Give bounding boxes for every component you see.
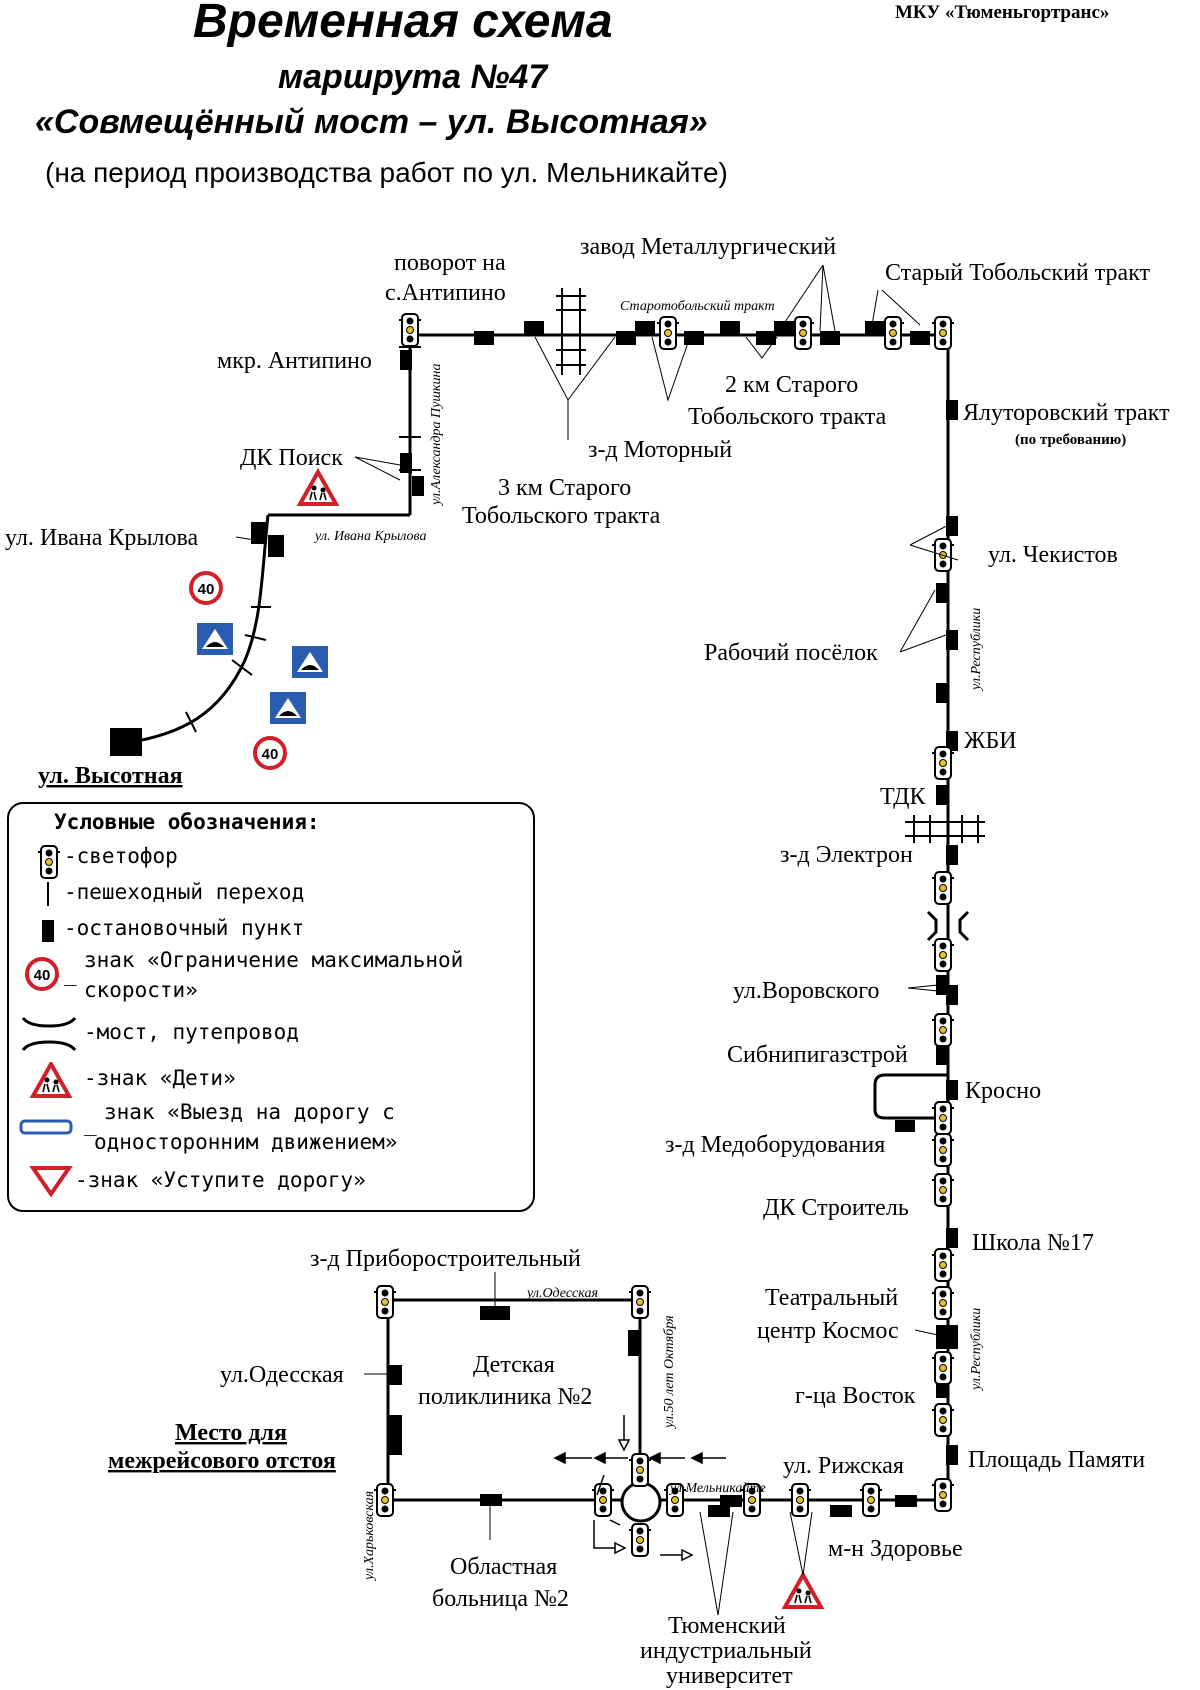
bridge-symbol xyxy=(926,910,970,942)
crossing-icon xyxy=(47,882,49,906)
legend-stop-text: -остановочный пункт xyxy=(64,916,305,940)
label-zhbi: ЖБИ xyxy=(964,728,1017,754)
label-zdorovie: м-н Здоровье xyxy=(828,1536,963,1562)
legend-bridge-text: -мост, путепровод xyxy=(84,1020,299,1044)
legend: Условные обозначения: -светофор -пешеход… xyxy=(7,802,535,1212)
children-sign-icon xyxy=(31,1062,71,1098)
sign-children-1 xyxy=(298,470,338,506)
sign-speed-bump-3 xyxy=(270,692,306,724)
title-line-3: «Совмещённый мост – ул. Высотная» xyxy=(35,103,708,141)
legend-crossing-text: -пешеходный переход xyxy=(64,880,305,904)
label-obl-bol-2: больница №2 xyxy=(432,1586,569,1612)
legend-yield-text: -знак «Уступите дорогу» xyxy=(75,1168,366,1192)
legend-traffic-light-text: -светофор xyxy=(64,844,178,868)
street-labels: Старотобольский тракт ул.Александра Пушк… xyxy=(313,299,984,1582)
sign-speed-2: 40 xyxy=(253,736,287,770)
speed-limit-icon: 40 xyxy=(25,957,59,991)
label-dk-poisk: ДК Поиск xyxy=(240,445,343,471)
stop-labels: поворот на с.Антипино завод Металлургиче… xyxy=(5,234,1170,1689)
label-priborostr: з-д Приборостроительный xyxy=(310,1246,581,1272)
label-km2-1: 2 км Старого xyxy=(725,372,858,398)
label-yalutor: Ялуторовский тракт xyxy=(963,400,1170,426)
label-teatr-1: Театральный xyxy=(765,1285,898,1311)
label-sibnipi: Сибнипигазстрой xyxy=(727,1042,908,1068)
label-tdk: ТДК xyxy=(880,784,927,810)
label-mesto-1: Место для xyxy=(175,1420,287,1446)
street-oktyabrya: ул.50 лет Октября xyxy=(662,1315,677,1430)
street-kharkovskaya: ул.Харьковская xyxy=(362,1491,377,1582)
label-tiu-3: университет xyxy=(666,1663,793,1689)
label-vorovsk: ул.Воровского xyxy=(733,978,879,1004)
bus-stops xyxy=(110,321,958,1517)
street-melnikaite: ул.Мельникайте xyxy=(668,1481,766,1496)
label-motorny: з-д Моторный xyxy=(588,437,732,463)
bridge-icon xyxy=(21,1017,77,1051)
label-shkola17: Школа №17 xyxy=(972,1230,1094,1256)
roundabout xyxy=(620,1481,662,1523)
label-det-pol-1: Детская xyxy=(473,1352,555,1378)
label-chekistov: ул. Чекистов xyxy=(988,542,1118,568)
label-obl-bol-1: Областная xyxy=(450,1554,557,1580)
legend-speed-text-1: знак «Ограничение максимальной xyxy=(84,948,464,972)
railway-crossing-top xyxy=(556,288,586,375)
street-krylova: ул. Ивана Крылова xyxy=(313,529,427,544)
speed-value-1: 40 xyxy=(198,581,215,598)
title-line-1: Временная схема xyxy=(193,0,613,48)
label-mkr-antipino: мкр. Антипино xyxy=(217,348,372,374)
label-teatr-2: центр Космос xyxy=(757,1318,899,1344)
label-iv-krylova: ул. Ивана Крылова xyxy=(5,525,199,551)
label-yalutor-note: (по требованию) xyxy=(1015,432,1126,448)
label-vostok: г-ца Восток xyxy=(795,1383,916,1409)
traffic-light-icon xyxy=(37,845,61,879)
street-respubliki-2: ул.Республики xyxy=(969,1308,984,1392)
sign-speed-bump-2 xyxy=(292,646,328,678)
label-old-tob: Старый Тобольский тракт xyxy=(885,260,1151,286)
legend-speed-text-2: скорости» xyxy=(84,978,198,1002)
speed-value-2: 40 xyxy=(262,746,279,763)
label-km2-2: Тобольского тракта xyxy=(688,404,887,430)
label-krosno: Кросно xyxy=(965,1078,1041,1104)
label-odesskaya: ул.Одесская xyxy=(220,1362,344,1388)
label-dk-stroit: ДК Строитель xyxy=(763,1195,909,1221)
subtitle: (на период производства работ по ул. Мел… xyxy=(45,157,728,188)
label-zavod-met: завод Металлургический xyxy=(580,234,836,260)
pedestrian-crossings xyxy=(185,346,421,733)
label-tiu-2: индустриальный xyxy=(640,1638,812,1664)
sign-speed-1: 40 xyxy=(189,571,223,605)
label-mesto-2: межрейсового отстоя xyxy=(108,1448,336,1474)
street-starotob: Старотобольский тракт xyxy=(620,299,775,314)
legend-oneway-text-2: односторонним движением» xyxy=(94,1130,398,1154)
street-pushkina: ул.Александра Пушкина xyxy=(429,364,444,507)
label-rab-pos: Рабочий посёлок xyxy=(704,640,878,666)
bus-stop-icon xyxy=(42,920,54,942)
label-pl-pamyati: Площадь Памяти xyxy=(968,1447,1145,1473)
label-tiu-1: Тюменский xyxy=(668,1613,786,1639)
legend-children-text: -знак «Дети» xyxy=(84,1066,236,1090)
label-rizhskaya: ул. Рижская xyxy=(783,1453,904,1479)
yield-sign-icon xyxy=(29,1166,73,1198)
street-odesskaya: ул.Одесская xyxy=(525,1286,598,1301)
title-line-2: маршрута №47 xyxy=(278,58,548,96)
label-medob: з-д Медоборудования xyxy=(665,1132,885,1158)
label-antipino-turn-1: поворот на xyxy=(394,250,506,276)
railway-crossing-right xyxy=(905,815,985,843)
label-km3-1: 3 км Старого xyxy=(498,475,631,501)
legend-speed-value: 40 xyxy=(34,967,51,984)
organization-name: МКУ «Тюменьгортранс» xyxy=(895,2,1110,23)
sign-children-2 xyxy=(783,1573,823,1609)
label-km3-2: Тобольского тракта xyxy=(462,503,661,529)
legend-oneway-text-1: знак «Выезд на дорогу с xyxy=(104,1100,395,1124)
sign-speed-bump-1 xyxy=(197,623,233,655)
direction-arrows xyxy=(553,1415,726,1562)
label-elektron: з-д Электрон xyxy=(780,842,913,868)
oneway-sign-icon xyxy=(19,1119,73,1135)
label-antipino-turn-2: с.Антипино xyxy=(385,280,506,306)
label-det-pol-2: поликлиника №2 xyxy=(418,1384,592,1410)
legend-title: Условные обозначения: xyxy=(54,810,320,834)
label-vysotnaya: ул. Высотная xyxy=(38,763,183,789)
leader-lines xyxy=(235,264,959,1616)
street-respubliki-1: ул.Республики xyxy=(969,608,984,692)
